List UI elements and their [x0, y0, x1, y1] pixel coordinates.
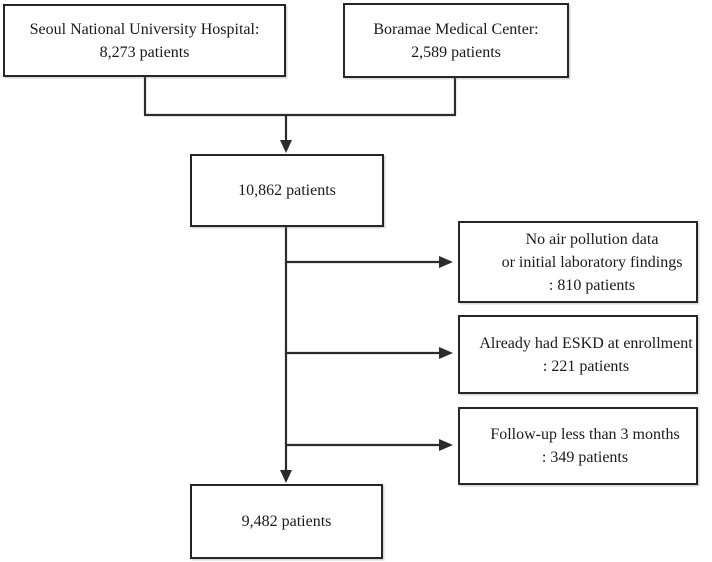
combined-count-text: 10,862 patients: [238, 182, 336, 199]
box-boramae-source: Boramae Medical Center: 2,589 patients: [343, 3, 569, 78]
boramae-name-text: Boramae Medical Center:: [373, 20, 539, 38]
snuh-count-text: 8,273 patients: [99, 43, 190, 61]
excl3-line1-text: Follow-up less than 3 months: [490, 426, 680, 443]
final-count-text: 9,482 patients: [241, 513, 332, 530]
excl2-line1-text: Already had ESKD at enrollment: [479, 334, 693, 352]
arrowhead-branch2: [439, 347, 453, 359]
box-snuh-source: Seoul National University Hospital: 8,27…: [3, 4, 286, 77]
snuh-name-text: Seoul National University Hospital:: [29, 20, 260, 38]
excl3-count-text: : 349 patients: [541, 449, 629, 466]
box-excluded-eskd: Already had ESKD at enrollment : 221 pat…: [458, 315, 698, 394]
excl1-count-text: : 810 patients: [548, 276, 636, 294]
box-excluded-no-air-pollution: No air pollution data or initial laborat…: [458, 221, 698, 303]
arrowhead-to-final: [280, 470, 292, 483]
excl1-line1-text: No air pollution data: [525, 230, 659, 248]
box-final-cohort: 9,482 patients: [190, 484, 383, 559]
arrowhead-branch1: [439, 256, 453, 268]
arrowhead-to-combined: [280, 140, 292, 153]
box-excluded-followup: Follow-up less than 3 months : 349 patie…: [458, 407, 698, 485]
arrowhead-branch3: [439, 439, 453, 451]
excl1-line2-text: or initial laboratory findings: [501, 253, 683, 271]
box-combined-cohort: 10,862 patients: [190, 154, 384, 227]
excl2-count-text: : 221 patients: [542, 357, 630, 375]
boramae-count-text: 2,589 patients: [411, 43, 501, 61]
